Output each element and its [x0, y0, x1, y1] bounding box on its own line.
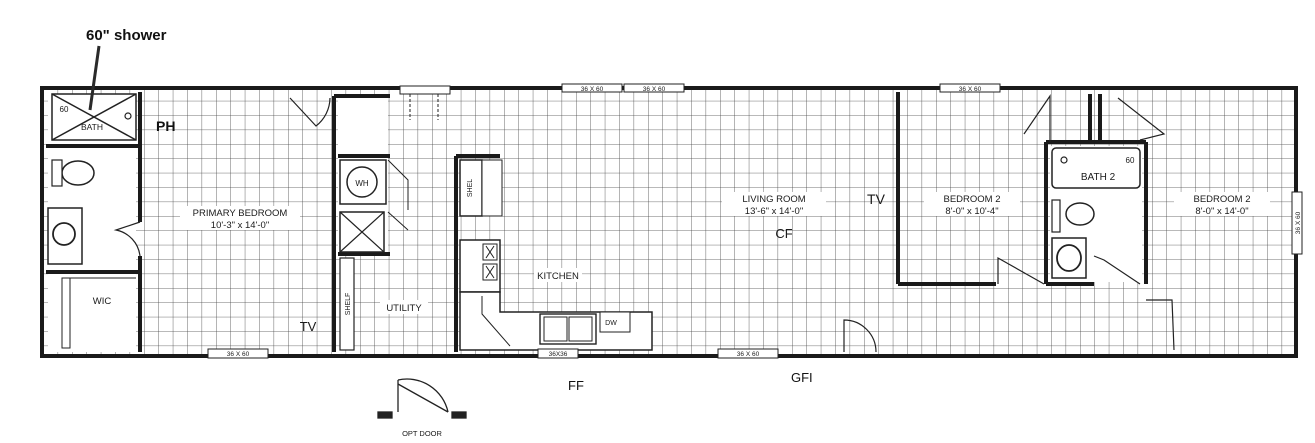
opt-door-symbol: [377, 378, 467, 419]
kitchen-label: KITCHEN: [537, 271, 579, 282]
window: [537, 348, 579, 359]
exterior-walls: [40, 86, 1298, 358]
bedroom2-name: BEDROOM 2: [943, 194, 1000, 205]
shelf: [339, 257, 355, 351]
windows: [207, 83, 1303, 359]
utility-label: UTILITY: [386, 303, 422, 314]
dw-label: DW: [605, 320, 617, 327]
gfi-label: GFI: [791, 370, 813, 385]
bedroom3-size: 8'-0" x 14'-0": [1195, 206, 1248, 217]
tub-size-label: 60: [60, 105, 69, 114]
water-heater: [346, 166, 378, 198]
opt-door-label: OPT DOOR: [402, 429, 442, 438]
shelves-label: SHEL: [467, 179, 474, 197]
window: [561, 83, 623, 93]
shower-pointer: [88, 45, 101, 111]
living-room-name: LIVING ROOM: [742, 194, 805, 205]
bath2-toilet: [1065, 202, 1095, 226]
primary-bedroom-size: 10'-3" x 14'-0": [211, 220, 269, 231]
bath2-sink: [1056, 244, 1082, 272]
tv-label-living: TV: [867, 191, 886, 207]
wic-label: WIC: [93, 296, 112, 307]
wh-label: WH: [355, 179, 369, 188]
primary-bedroom-name: PRIMARY BEDROOM: [193, 208, 288, 219]
dishwasher: [599, 311, 631, 333]
bath2-tub: [1051, 147, 1141, 189]
bedroom3-name: BEDROOM 2: [1193, 194, 1250, 205]
shower-note: 60" shower: [86, 27, 167, 44]
window-label: 36 X 60: [227, 351, 250, 358]
bath2-label: BATH 2: [1081, 172, 1116, 183]
window-label: 36 X 60: [581, 86, 604, 93]
window-label: 36 X 60: [1295, 211, 1302, 234]
window: [717, 348, 779, 359]
bath-label: BATH: [81, 122, 103, 132]
window-label: 36 X 60: [959, 86, 982, 93]
ff-label: FF: [568, 378, 584, 393]
window: [939, 83, 1001, 93]
bedroom2-size: 8'-0" x 10'-4": [945, 206, 998, 217]
living-room-size: 13'-6" x 14'-0": [745, 206, 803, 217]
ph-label: PH: [156, 118, 176, 134]
door-swing: [113, 221, 141, 257]
window-label: 36X36: [549, 351, 568, 358]
door-swing-bedroom2: [997, 256, 1045, 285]
window: [623, 83, 685, 93]
sink: [52, 222, 76, 246]
tv-label-primary: TV: [300, 319, 317, 334]
window: [1291, 191, 1303, 255]
tub-size-label: 60: [1126, 156, 1135, 165]
shelf-label: SHELF: [345, 293, 352, 316]
toilet: [61, 160, 95, 186]
window-label: 36 X 60: [737, 351, 760, 358]
window-label: 36 X 60: [643, 86, 666, 93]
bath-cross-mark: [51, 93, 137, 141]
ceiling-fan-label: CF: [775, 226, 792, 241]
window: [207, 348, 269, 359]
interior-walls: [46, 92, 1148, 352]
